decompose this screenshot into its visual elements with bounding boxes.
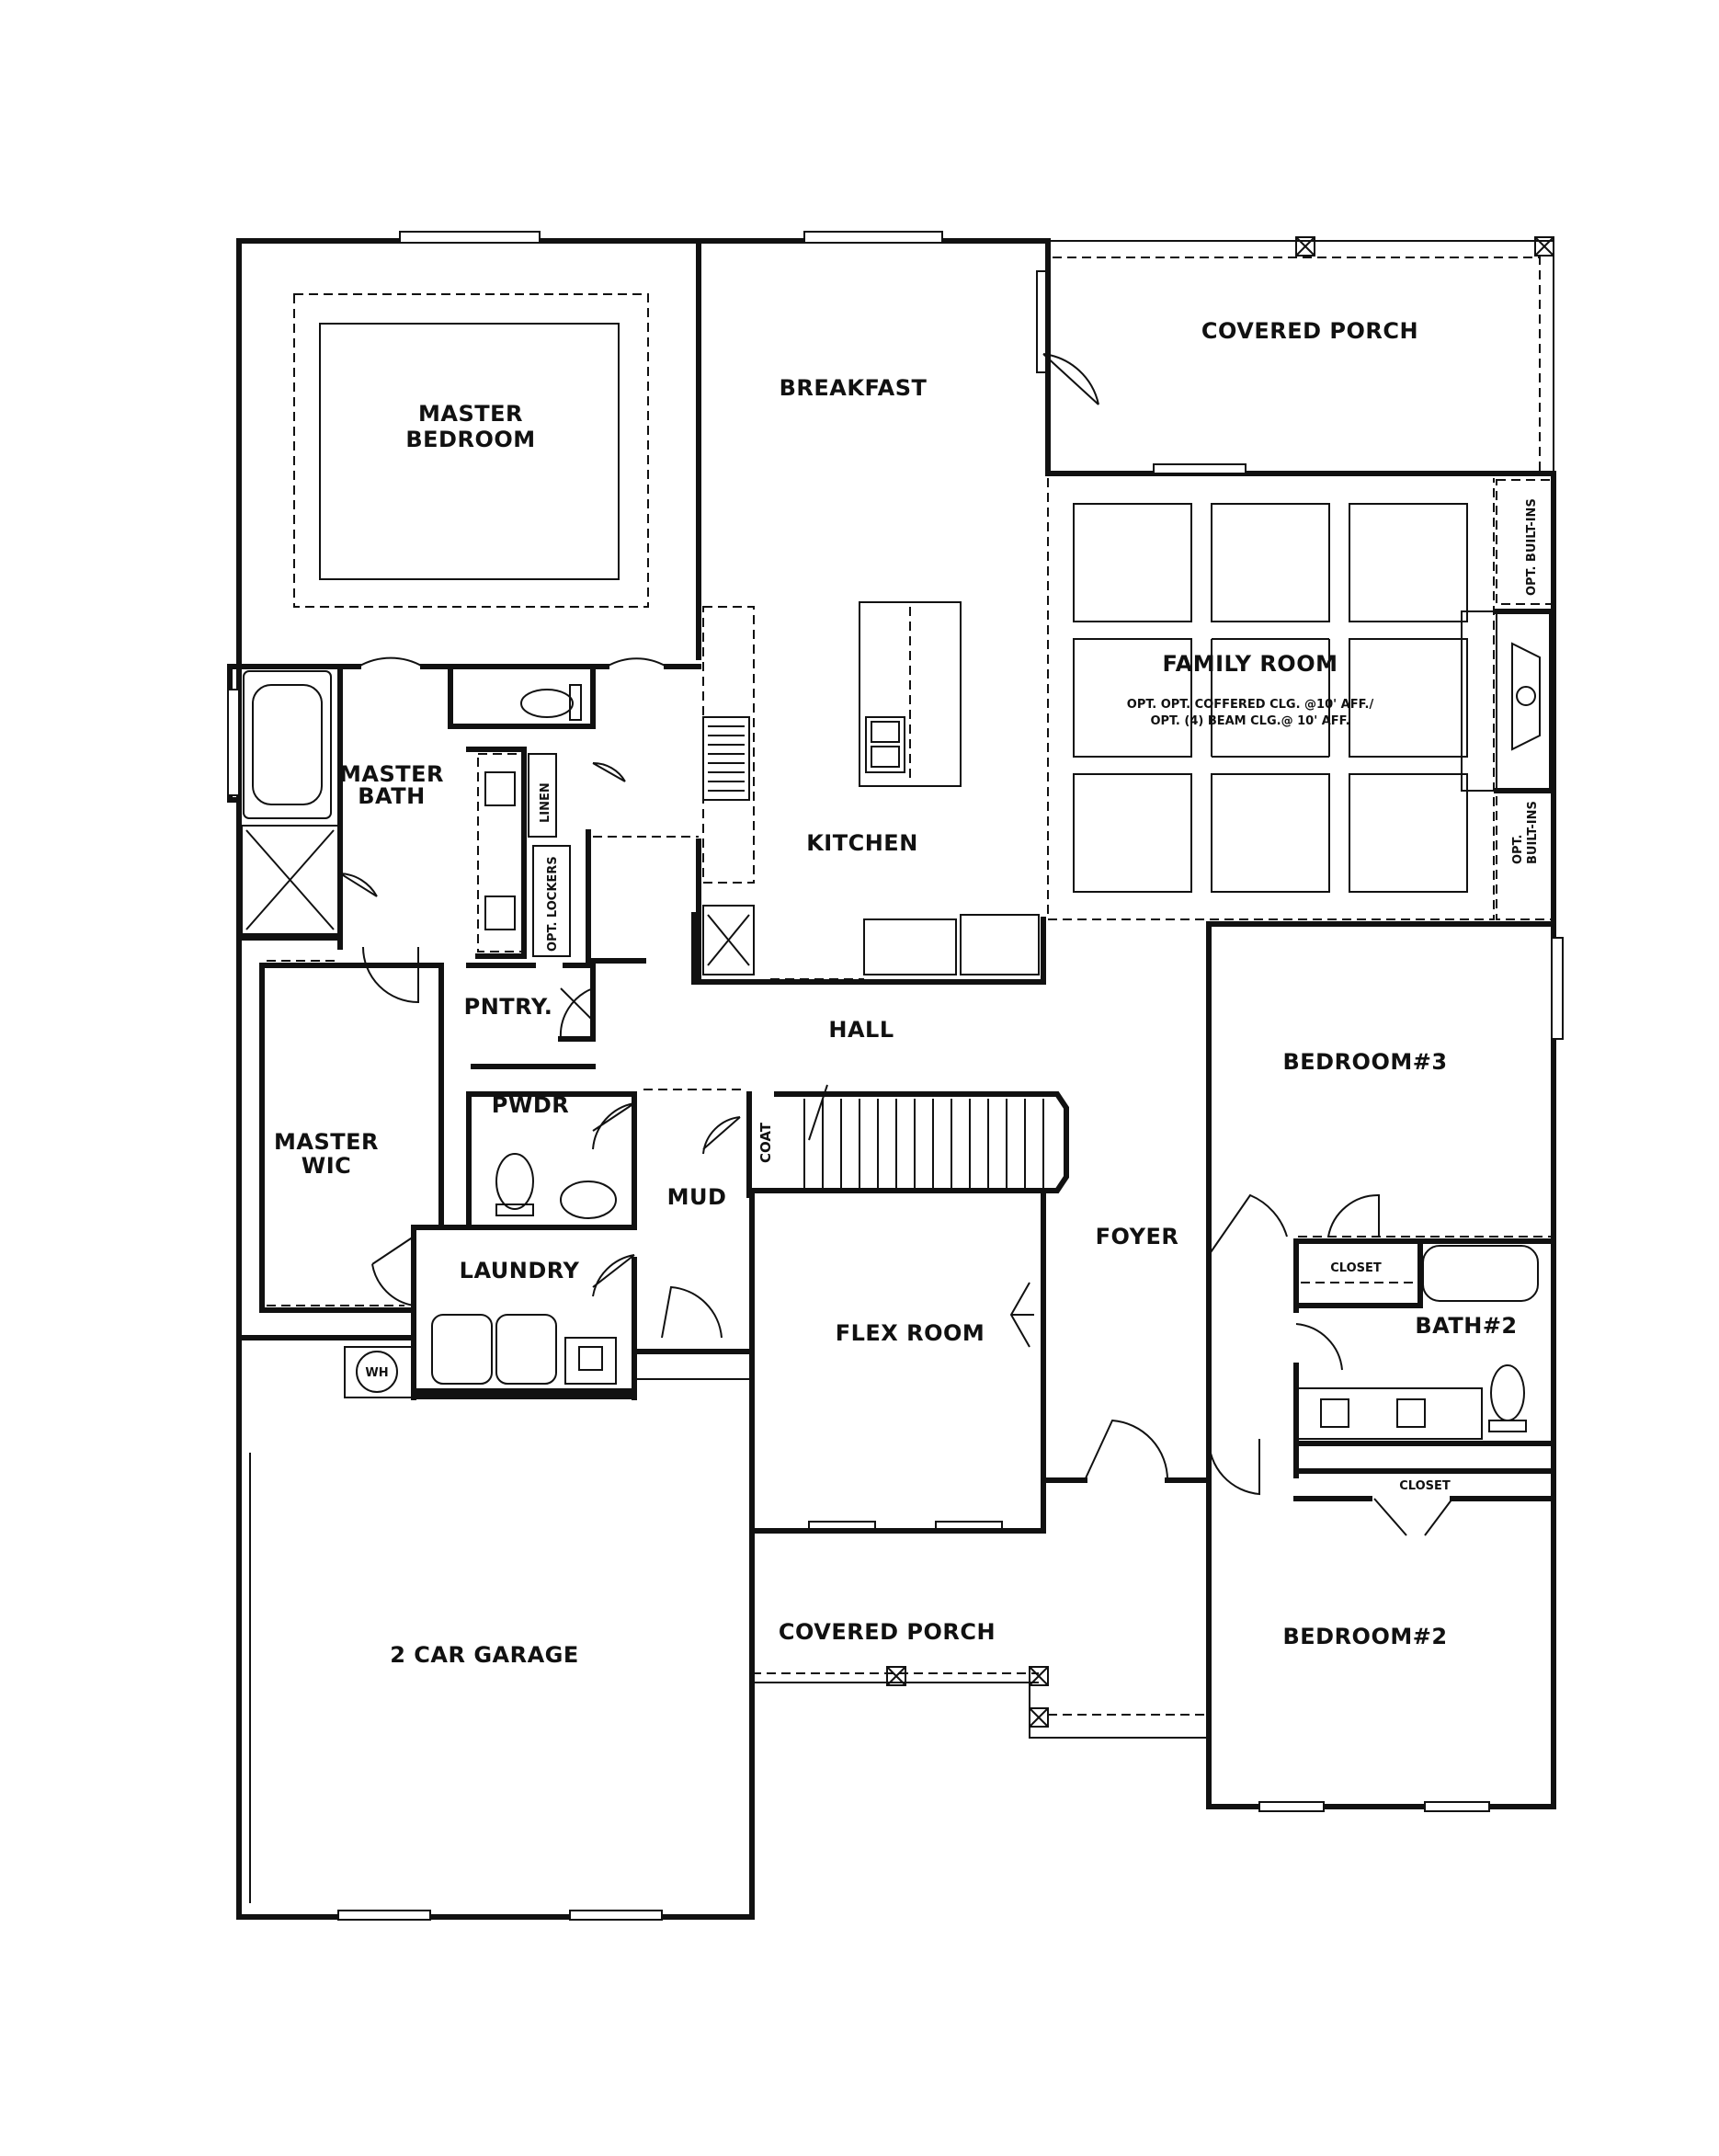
garage-label: 2 CAR GARAGE bbox=[390, 1642, 579, 1668]
flex-room-label: FLEX ROOM bbox=[836, 1320, 985, 1346]
ceiling-lines bbox=[261, 236, 1554, 1739]
family-room-label: FAMILY ROOM bbox=[1163, 651, 1338, 677]
pntry-label: PNTRY. bbox=[464, 994, 553, 1020]
mud-label: MUD bbox=[667, 1184, 727, 1210]
windows bbox=[227, 231, 1564, 1921]
family-room-note-2: OPT. (4) BEAM CLG.@ 10' AFF. bbox=[1150, 714, 1349, 728]
doors bbox=[339, 353, 1453, 1536]
bedroom2-label: BEDROOM#2 bbox=[1282, 1624, 1447, 1649]
stairs bbox=[774, 1084, 1069, 1193]
linen-label: LINEN bbox=[539, 782, 552, 823]
laundry-label: LAUNDRY bbox=[460, 1258, 580, 1283]
stair-break-line bbox=[808, 1084, 828, 1141]
opt-lockers-label: OPT. LOCKERS bbox=[546, 856, 560, 952]
wh-label: WH bbox=[365, 1366, 388, 1380]
opt-built-ins-top-label: OPT. BUILT-INS bbox=[1525, 498, 1539, 596]
kitchen-label: KITCHEN bbox=[806, 830, 918, 856]
hall-label: HALL bbox=[828, 1017, 894, 1043]
closet-bed2-label: CLOSET bbox=[1399, 1479, 1451, 1493]
bedroom3-label: BEDROOM#3 bbox=[1282, 1049, 1447, 1075]
covered-porch-rear-label: COVERED PORCH bbox=[1201, 318, 1418, 344]
stair-outline bbox=[774, 1091, 1069, 1193]
family-room-note-1: OPT. OPT. COFFERED CLG. @10' AFF./ bbox=[1127, 698, 1374, 712]
closet-bath-label: CLOSET bbox=[1330, 1261, 1382, 1275]
kitchen-fixtures bbox=[702, 601, 1040, 975]
interior-walls bbox=[236, 238, 1556, 1534]
bath2-label: BATH#2 bbox=[1415, 1313, 1517, 1339]
opt-built-ins-bottom-label: OPT.BUILT-INS bbox=[1511, 801, 1540, 864]
covered-porch-front-label: COVERED PORCH bbox=[779, 1619, 996, 1645]
foyer-label: FOYER bbox=[1096, 1224, 1179, 1249]
pwdr-label: PWDR bbox=[492, 1092, 569, 1118]
laundry-fixtures bbox=[344, 1314, 617, 1398]
breakfast-label: BREAKFAST bbox=[780, 375, 928, 401]
coat-label: COAT bbox=[757, 1122, 774, 1163]
bath-fixtures bbox=[241, 670, 1554, 1444]
